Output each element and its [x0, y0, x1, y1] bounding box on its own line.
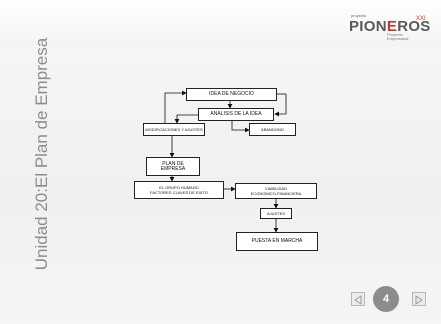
box-idea-negocio-label: IDEA DE NEGOCIO [209, 91, 254, 97]
box-grupo-line1: EL GRUPO HUMANO [159, 185, 199, 190]
box-abandono: ABANDONO [249, 123, 296, 136]
box-ajustes-label: AJUSTES [266, 211, 285, 216]
box-plan-line1: PLAN DE [162, 160, 184, 167]
logo-word-e: E [386, 18, 398, 35]
logo-suffix: XXI [416, 16, 426, 22]
triangle-left-icon [354, 295, 362, 305]
box-grupo-line2: FACTORES CLAVES DE EXITO [150, 190, 208, 195]
logo-small-text: proyecto [351, 13, 367, 18]
box-analisis-idea: ANALISIS DE LA IDEA [198, 108, 274, 121]
box-viabilidad: VIABILIDAD ECONOMICO-FINANCIERA [235, 183, 317, 199]
prev-slide-button[interactable] [351, 292, 365, 306]
box-grupo-humano: EL GRUPO HUMANO FACTORES CLAVES DE EXITO [134, 181, 224, 199]
logo-word-pre: PION [349, 18, 387, 35]
box-modificaciones-ajustes: MODIFICACIONES Y AJUSTES [143, 123, 205, 136]
logo-wordmark: PIONEROS [349, 18, 431, 35]
box-ajustes: AJUSTES [260, 208, 292, 219]
box-analisis-idea-label: ANALISIS DE LA IDEA [210, 111, 262, 117]
header-band [0, 0, 441, 46]
box-puesta-marcha: PUESTA EN MARCHA [236, 232, 318, 251]
box-viabilidad-line1: VIABILIDAD [264, 186, 287, 191]
box-modificaciones-label: MODIFICACIONES Y AJUSTES [145, 127, 203, 132]
box-plan-line2: EMPRESA [160, 165, 186, 172]
arrow-loop-right-side [274, 94, 287, 117]
box-viabilidad-line2: ECONOMICO-FINANCIERA [250, 191, 302, 196]
logo-word-post: ROS [397, 18, 431, 35]
pioneros-logo: proyecto PIONEROS XXI Proyecto Empresari… [349, 13, 431, 43]
next-slide-button[interactable] [412, 292, 426, 306]
triangle-right-icon [415, 295, 423, 305]
arrow-analisis-to-modificaciones [174, 114, 198, 124]
box-plan-empresa: PLAN DE EMPRESA [146, 157, 200, 176]
arrow-modificaciones-to-idea [164, 90, 187, 129]
box-idea-negocio: IDEA DE NEGOCIO [186, 88, 277, 101]
arrow-analisis-to-abandono [231, 121, 250, 133]
logo-sub-line1: Proyecto [387, 32, 403, 37]
page-number: 4 [373, 286, 399, 312]
box-abandono-label: ABANDONO [261, 127, 284, 132]
box-puesta-label: PUESTA EN MARCHA [251, 238, 303, 244]
logo-subtitle: Proyecto Empresarial [387, 33, 427, 41]
logo-sub-line2: Empresarial [387, 36, 409, 41]
